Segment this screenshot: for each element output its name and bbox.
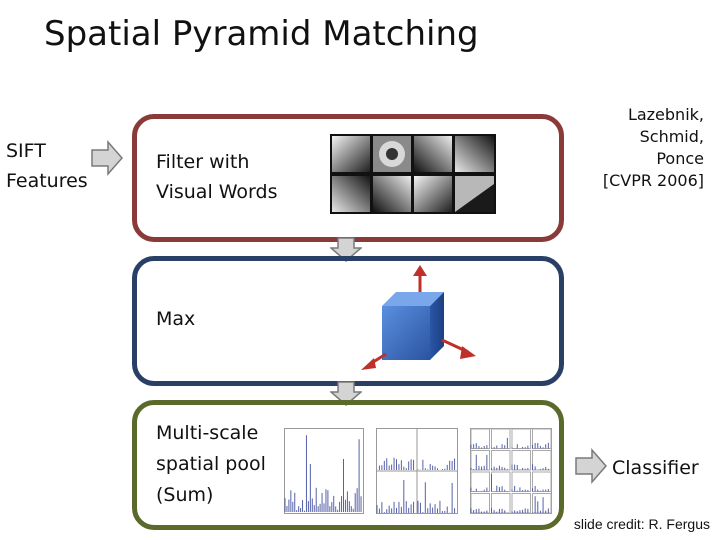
histogram-level-1 (376, 428, 458, 514)
input-arrow-icon (91, 140, 123, 176)
down-arrow-icon (330, 381, 362, 406)
filter-stage-label: Filter with Visual Words (156, 151, 278, 203)
output-arrow-icon (575, 448, 607, 484)
citation-text: Lazebnik, Schmid, Ponce [CVPR 2006] (602, 105, 704, 190)
pool-stage-label: Multi-scale spatial pool (Sum) (156, 422, 266, 506)
slide-title: Spatial Pyramid Matching (44, 14, 479, 54)
down-arrow-icon (330, 237, 362, 262)
max-stage-box (132, 256, 564, 386)
classifier-label: Classifier (612, 457, 699, 479)
pool-stage-box (132, 400, 564, 530)
sift-features-label: SIFT Features (6, 140, 88, 192)
max-stage-label: Max (156, 308, 196, 330)
histogram-level-2 (470, 428, 552, 514)
visual-word-patches (330, 134, 496, 214)
slide-credit: slide credit: R. Fergus (573, 516, 710, 532)
cube-icon (361, 265, 476, 370)
histogram-level-0 (284, 428, 364, 514)
